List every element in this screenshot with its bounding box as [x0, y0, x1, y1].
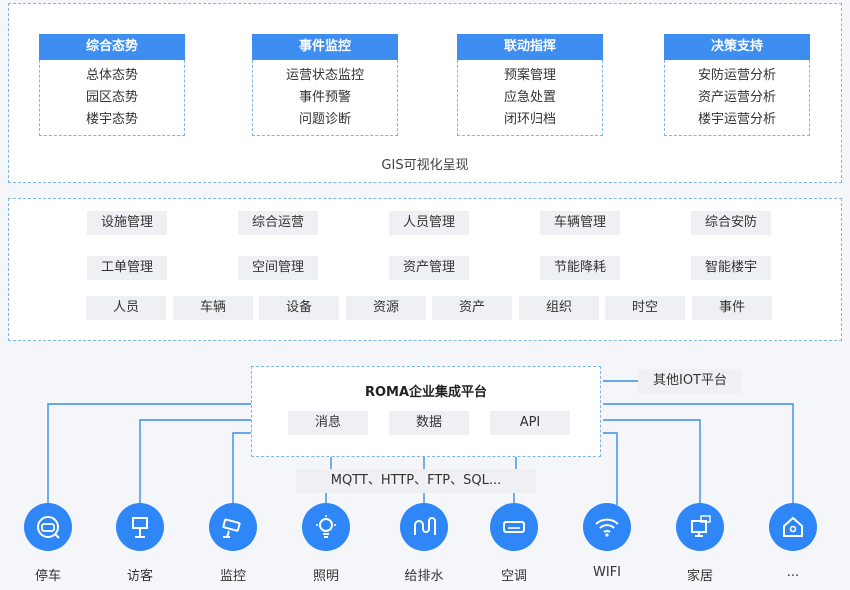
device-aircon: 空调	[479, 503, 549, 584]
column-body: 运营状态监控 事件预警 问题诊断	[252, 60, 398, 136]
column-comprehensive-situation: 综合态势 总体态势 园区态势 楼宇态势	[39, 34, 185, 136]
camera-icon	[209, 503, 257, 551]
water-icon	[400, 503, 448, 551]
car-icon	[24, 503, 72, 551]
column-title: 决策支持	[664, 34, 810, 60]
column-item: 预案管理	[503, 68, 556, 83]
column-item: 事件预警	[298, 90, 351, 105]
service-chip: 资产管理	[389, 256, 469, 280]
service-chip: 综合安防	[691, 211, 771, 235]
service-chip: 空间管理	[238, 256, 318, 280]
column-title: 事件监控	[252, 34, 398, 60]
device-lighting: 照明	[291, 503, 361, 584]
column-linkage-command: 联动指挥 预案管理 应急处置 闭环归档	[457, 34, 603, 136]
connector-visitor	[139, 419, 251, 505]
home-device-icon	[676, 503, 724, 551]
device-water: 给排水	[389, 503, 459, 584]
service-chip: 智能楼宇	[691, 256, 771, 280]
device-label: 空调	[500, 569, 527, 584]
column-item: 楼宇态势	[85, 112, 138, 127]
connector-camera	[232, 432, 251, 505]
service-chip: 节能降耗	[540, 256, 620, 280]
data-chip: 人员	[86, 296, 166, 320]
connector-home	[603, 419, 701, 505]
house-icon	[769, 503, 817, 551]
column-body: 总体态势 园区态势 楼宇态势	[39, 60, 185, 136]
column-item: 应急处置	[503, 90, 556, 105]
column-event-monitoring: 事件监控 运营状态监控 事件预警 问题诊断	[252, 34, 398, 136]
column-item: 闭环归档	[503, 112, 556, 127]
application-layer-panel: 综合态势 总体态势 园区态势 楼宇态势 事件监控 运营状态监控 事件预警 问题诊…	[8, 3, 842, 183]
roma-chip-message: 消息	[288, 411, 368, 435]
data-chip: 事件	[692, 296, 772, 320]
connector-parking	[47, 403, 251, 505]
device-label: 停车	[34, 569, 61, 584]
device-camera: 监控	[198, 503, 268, 584]
roma-platform-box: ROMA企业集成平台 消息 数据 API	[251, 366, 601, 457]
device-more: ...	[758, 503, 828, 580]
service-layer-panel: 设施管理 综合运营 人员管理 车辆管理 综合安防 工单管理 空间管理 资产管理 …	[8, 198, 842, 341]
device-label: 照明	[312, 569, 339, 584]
data-chip: 设备	[259, 296, 339, 320]
column-title: 综合态势	[39, 34, 185, 60]
connector-wifi	[603, 432, 618, 505]
roma-title: ROMA企业集成平台	[364, 385, 488, 400]
service-chip: 人员管理	[389, 211, 469, 235]
device-label: 家居	[686, 569, 713, 584]
device-label: 给排水	[404, 569, 444, 584]
service-chip: 综合运营	[238, 211, 318, 235]
service-chip: 工单管理	[87, 256, 167, 280]
data-chip: 资产	[432, 296, 512, 320]
gis-label: GIS可视化呈现	[381, 158, 469, 173]
device-label: WIFI	[593, 565, 621, 580]
column-body: 安防运营分析 资产运营分析 楼宇运营分析	[664, 60, 810, 136]
device-home: 家居	[665, 503, 735, 584]
connector-other	[603, 403, 794, 505]
device-label: 监控	[219, 569, 246, 584]
data-chip: 组织	[519, 296, 599, 320]
device-visitor: 访客	[105, 503, 175, 584]
device-wifi: WIFI	[572, 503, 642, 580]
visitor-icon	[116, 503, 164, 551]
column-title: 联动指挥	[457, 34, 603, 60]
column-item: 资产运营分析	[697, 90, 776, 105]
protocol-list: MQTT、HTTP、FTP、SQL...	[296, 469, 536, 493]
column-item: 楼宇运营分析	[697, 112, 776, 127]
service-chip: 设施管理	[87, 211, 167, 235]
column-decision-support: 决策支持 安防运营分析 资产运营分析 楼宇运营分析	[664, 34, 810, 136]
column-item: 总体态势	[85, 68, 138, 83]
service-chip: 车辆管理	[540, 211, 620, 235]
column-item: 运营状态监控	[285, 68, 364, 83]
column-item: 安防运营分析	[697, 68, 776, 83]
column-body: 预案管理 应急处置 闭环归档	[457, 60, 603, 136]
data-chip: 资源	[346, 296, 426, 320]
device-parking: 停车	[13, 503, 83, 584]
roma-chip-data: 数据	[389, 411, 469, 435]
device-label: ...	[786, 565, 800, 580]
roma-chip-api: API	[490, 411, 570, 435]
device-label: 访客	[126, 569, 153, 584]
other-iot-platform: 其他IOT平台	[638, 369, 742, 393]
aircon-icon	[490, 503, 538, 551]
column-item: 园区态势	[85, 90, 138, 105]
bulb-icon	[302, 503, 350, 551]
wifi-icon	[583, 503, 631, 551]
data-chip: 车辆	[173, 296, 253, 320]
column-item: 问题诊断	[298, 112, 351, 127]
data-chip: 时空	[605, 296, 685, 320]
